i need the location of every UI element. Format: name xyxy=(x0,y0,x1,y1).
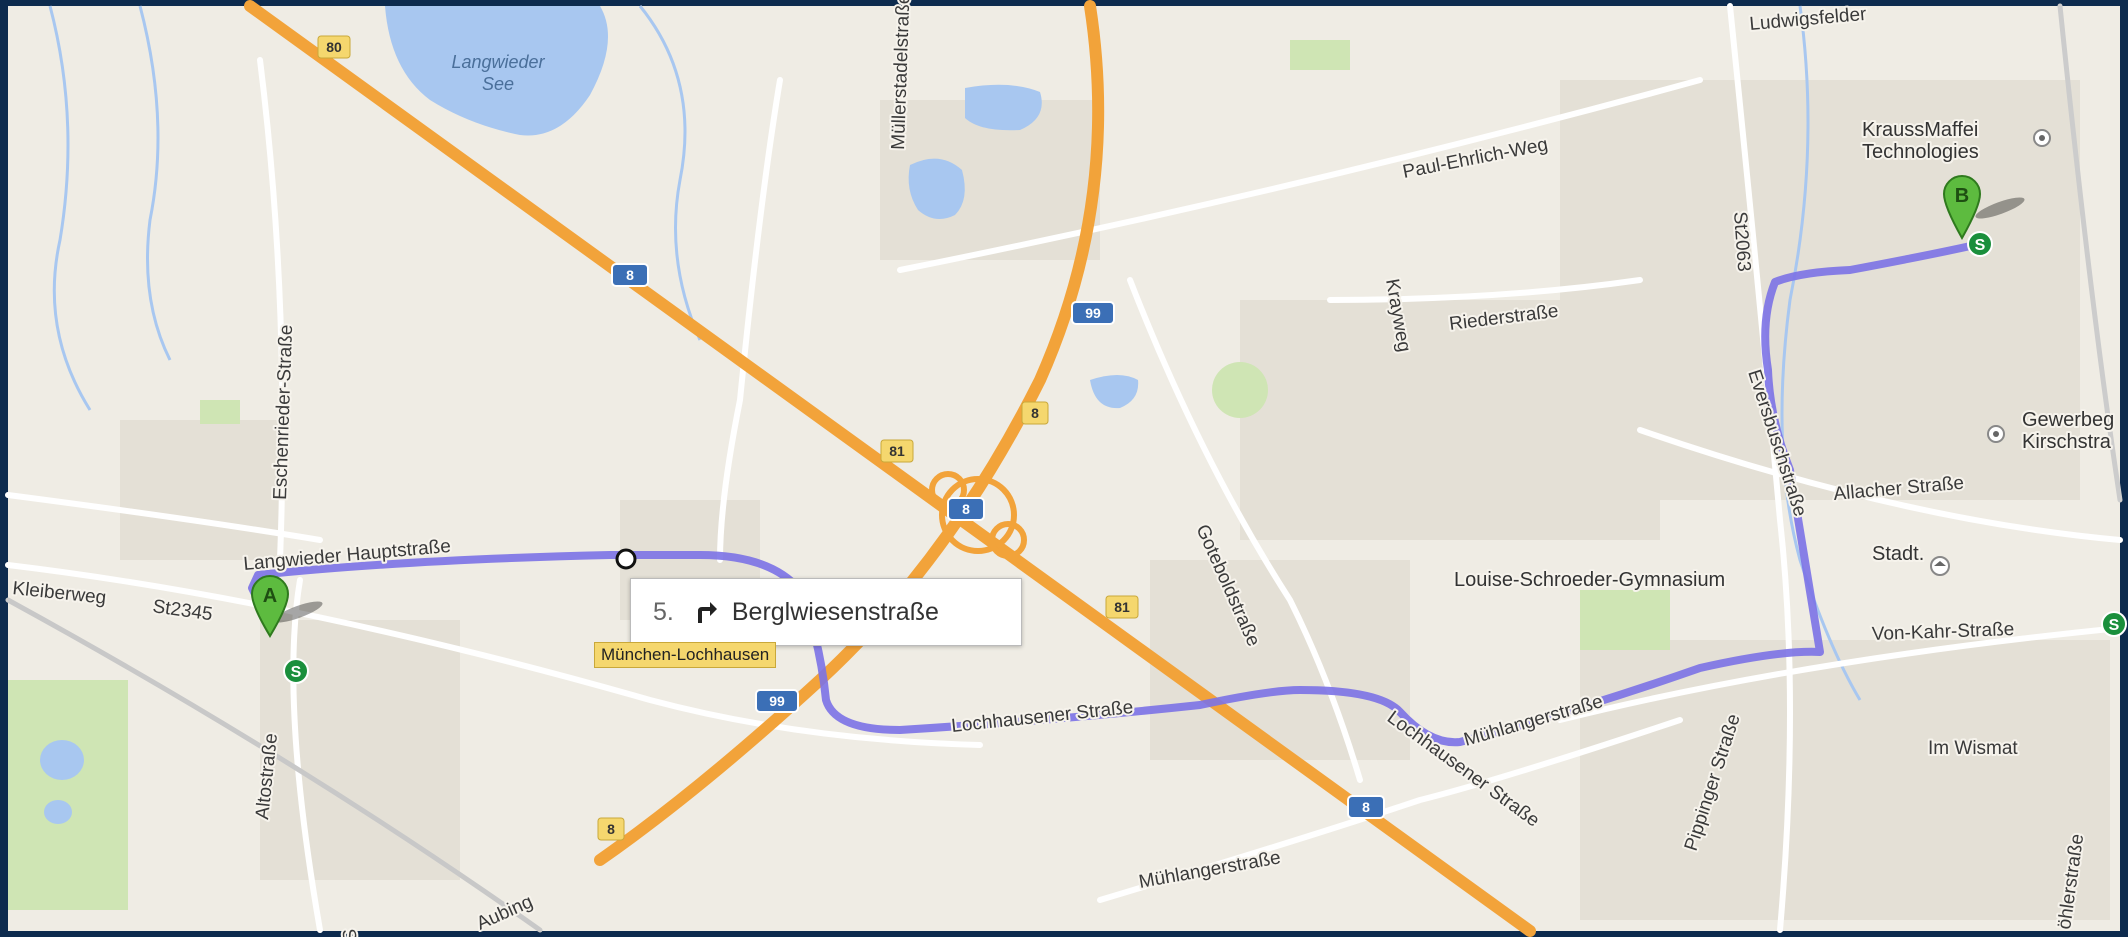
svg-text:A: A xyxy=(263,585,277,607)
svg-text:S: S xyxy=(291,664,302,681)
svg-text:80: 80 xyxy=(326,39,342,55)
svg-text:B: B xyxy=(1955,185,1969,207)
svg-text:8: 8 xyxy=(1362,799,1370,815)
shield-yellow-81: 81 xyxy=(880,439,914,463)
water-bodies xyxy=(40,6,1139,824)
motorway-a99 xyxy=(594,0,1105,866)
direction-step-popup[interactable]: 5. Berglwiesenstraße xyxy=(630,578,1022,646)
svg-text:8: 8 xyxy=(1031,405,1039,421)
transit-stop-label[interactable]: München-Lochhausen xyxy=(594,642,777,668)
label-kraussmaffei: KraussMaffei xyxy=(1862,119,1978,141)
svg-text:8: 8 xyxy=(626,267,634,283)
label-gewerbeg: Gewerbeg xyxy=(2022,409,2114,431)
label-st2-south: St2 xyxy=(337,927,363,937)
svg-text:99: 99 xyxy=(769,693,785,709)
label-im-wismat: Im Wismat xyxy=(1928,738,2018,759)
poi-icon xyxy=(2033,129,2051,147)
svg-text:99: 99 xyxy=(1085,305,1101,321)
svg-text:S: S xyxy=(1975,237,1986,254)
s-bahn-icon[interactable]: S xyxy=(283,658,309,684)
label-von-kahr-strasse: Von-Kahr-Straße xyxy=(1871,619,2014,645)
school-icon xyxy=(1930,556,1950,576)
step-number: 5. xyxy=(653,597,674,626)
end-marker[interactable]: B xyxy=(1942,175,2026,241)
shield-blue-8: 8 xyxy=(947,497,985,521)
svg-text:8: 8 xyxy=(962,501,970,517)
interchange xyxy=(929,471,1027,559)
motorway-a8 xyxy=(244,0,1536,937)
motorways xyxy=(244,0,1536,937)
step-street-name: Berglwiesenstraße xyxy=(731,597,939,626)
shield-yellow-80: 80 xyxy=(317,35,351,59)
label-st2063: St2063 xyxy=(1729,211,1754,273)
built-up-areas xyxy=(120,80,2110,920)
route-line[interactable] xyxy=(248,241,1979,747)
svg-text:8: 8 xyxy=(607,821,615,837)
shield-blue-8: 8 xyxy=(611,263,649,287)
label-louise-schroeder-gymnasium: Louise-Schroeder-Gymnasium xyxy=(1454,569,1725,591)
start-marker[interactable]: A xyxy=(250,575,324,638)
green-areas xyxy=(8,40,1670,910)
svg-text:81: 81 xyxy=(1114,599,1130,615)
svg-text:81: 81 xyxy=(889,443,905,459)
poi-icon xyxy=(1987,425,2005,443)
shield-blue-99: 99 xyxy=(755,689,799,713)
shield-yellow-81: 81 xyxy=(1105,595,1139,619)
svg-text:S: S xyxy=(2109,617,2120,634)
turn-right-icon xyxy=(697,602,717,623)
shield-yellow-8: 8 xyxy=(1021,401,1049,425)
shield-yellow-8: 8 xyxy=(597,817,625,841)
route-waypoint[interactable] xyxy=(615,548,637,570)
s-bahn-icon[interactable]: S xyxy=(2101,611,2127,637)
label-muellerstadelstrasse: Müllerstadelstraße xyxy=(888,0,914,150)
label-kirschstra: Kirschstra xyxy=(2022,431,2112,453)
langwieder-see xyxy=(385,6,608,136)
label-stadt: Stadt. xyxy=(1872,543,1924,565)
minor-roads xyxy=(5,3,2123,933)
shield-blue-99: 99 xyxy=(1071,301,1115,325)
s-bahn-icon[interactable]: S xyxy=(1967,231,1993,257)
label-technologies: Technologies xyxy=(1862,141,1979,163)
shield-blue-8: 8 xyxy=(1347,795,1385,819)
streams xyxy=(48,5,1862,701)
